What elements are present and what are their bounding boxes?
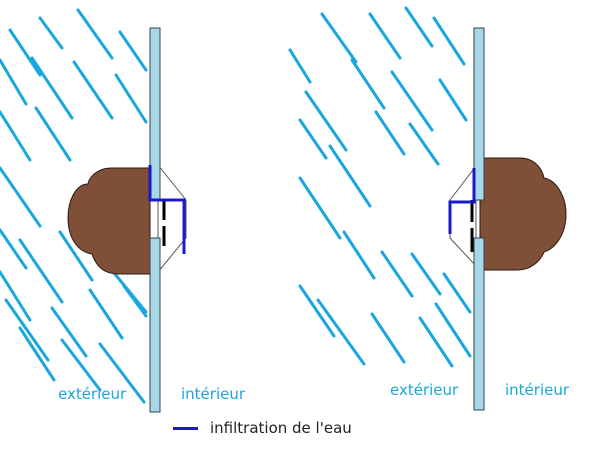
rain-streak: [118, 30, 148, 72]
rain-streak: [410, 252, 442, 296]
right-interior-label: intérieur: [505, 381, 570, 399]
rain-streak: [408, 122, 440, 166]
rain-streak: [4, 298, 50, 362]
rain-streak: [350, 58, 386, 110]
rain-streak: [342, 230, 376, 280]
rain-streak: [418, 316, 454, 368]
left-interior-label: intérieur: [181, 385, 246, 403]
rain-streak: [374, 110, 406, 156]
rain-streak: [438, 78, 468, 122]
left-glass-pane-bottom: [149, 237, 161, 413]
right-infiltration-path: [448, 168, 476, 234]
left-infiltration-path: [148, 165, 186, 254]
rain-streak: [122, 284, 148, 318]
rain-streak: [390, 70, 434, 132]
rain-streak: [50, 306, 88, 358]
rain-streak: [0, 58, 28, 106]
right-handle-body: [479, 157, 567, 271]
rain-streak: [0, 166, 42, 228]
rain-streak: [30, 56, 74, 120]
legend-infiltration-swatch: [173, 426, 198, 430]
right-exterior-label: extérieur: [390, 381, 459, 399]
left-handle-body: [67, 167, 151, 275]
rain-streak: [298, 176, 342, 240]
rain-streak: [434, 302, 472, 358]
rain-streaks-left: [0, 8, 148, 404]
rain-streak: [88, 288, 124, 340]
rain-streak: [72, 60, 114, 120]
rain-streak: [288, 48, 312, 84]
rain-streak: [60, 338, 102, 392]
rain-streak: [404, 6, 434, 48]
rain-streak: [0, 228, 28, 270]
right-glass-pane-top: [473, 27, 485, 201]
rain-streak: [320, 12, 358, 64]
rain-streak: [370, 312, 406, 364]
left-handle-assembly: [67, 27, 187, 413]
rain-streak: [368, 12, 402, 60]
rain-streak: [0, 270, 32, 322]
rain-streak: [58, 230, 94, 282]
rain-streak: [380, 250, 414, 298]
left-rosette: [157, 163, 187, 274]
rain-streak: [298, 284, 336, 338]
rain-streak: [328, 144, 372, 208]
legend: infiltration de l'eau: [173, 418, 352, 438]
rain-streak: [18, 326, 56, 382]
rain-streak: [432, 16, 466, 66]
rain-streak: [76, 8, 114, 60]
rain-streak: [38, 16, 64, 50]
rain-streaks-right: [288, 6, 472, 368]
rain-streak: [18, 238, 64, 304]
rain-streak: [442, 272, 472, 314]
right-glass-pane-bottom: [473, 237, 485, 411]
rain-streak: [316, 298, 366, 366]
right-handle-assembly: [448, 27, 567, 411]
right-rosette: [449, 164, 477, 268]
rain-streak: [298, 118, 328, 160]
rain-streak: [8, 28, 42, 77]
rain-streak: [34, 106, 72, 162]
rain-streak: [114, 73, 148, 124]
legend-infiltration-text: infiltration de l'eau: [210, 419, 352, 437]
left-exterior-label: extérieur: [58, 385, 127, 403]
rain-streak: [304, 90, 348, 152]
rain-streak: [98, 342, 146, 404]
rain-streak: [0, 110, 32, 162]
